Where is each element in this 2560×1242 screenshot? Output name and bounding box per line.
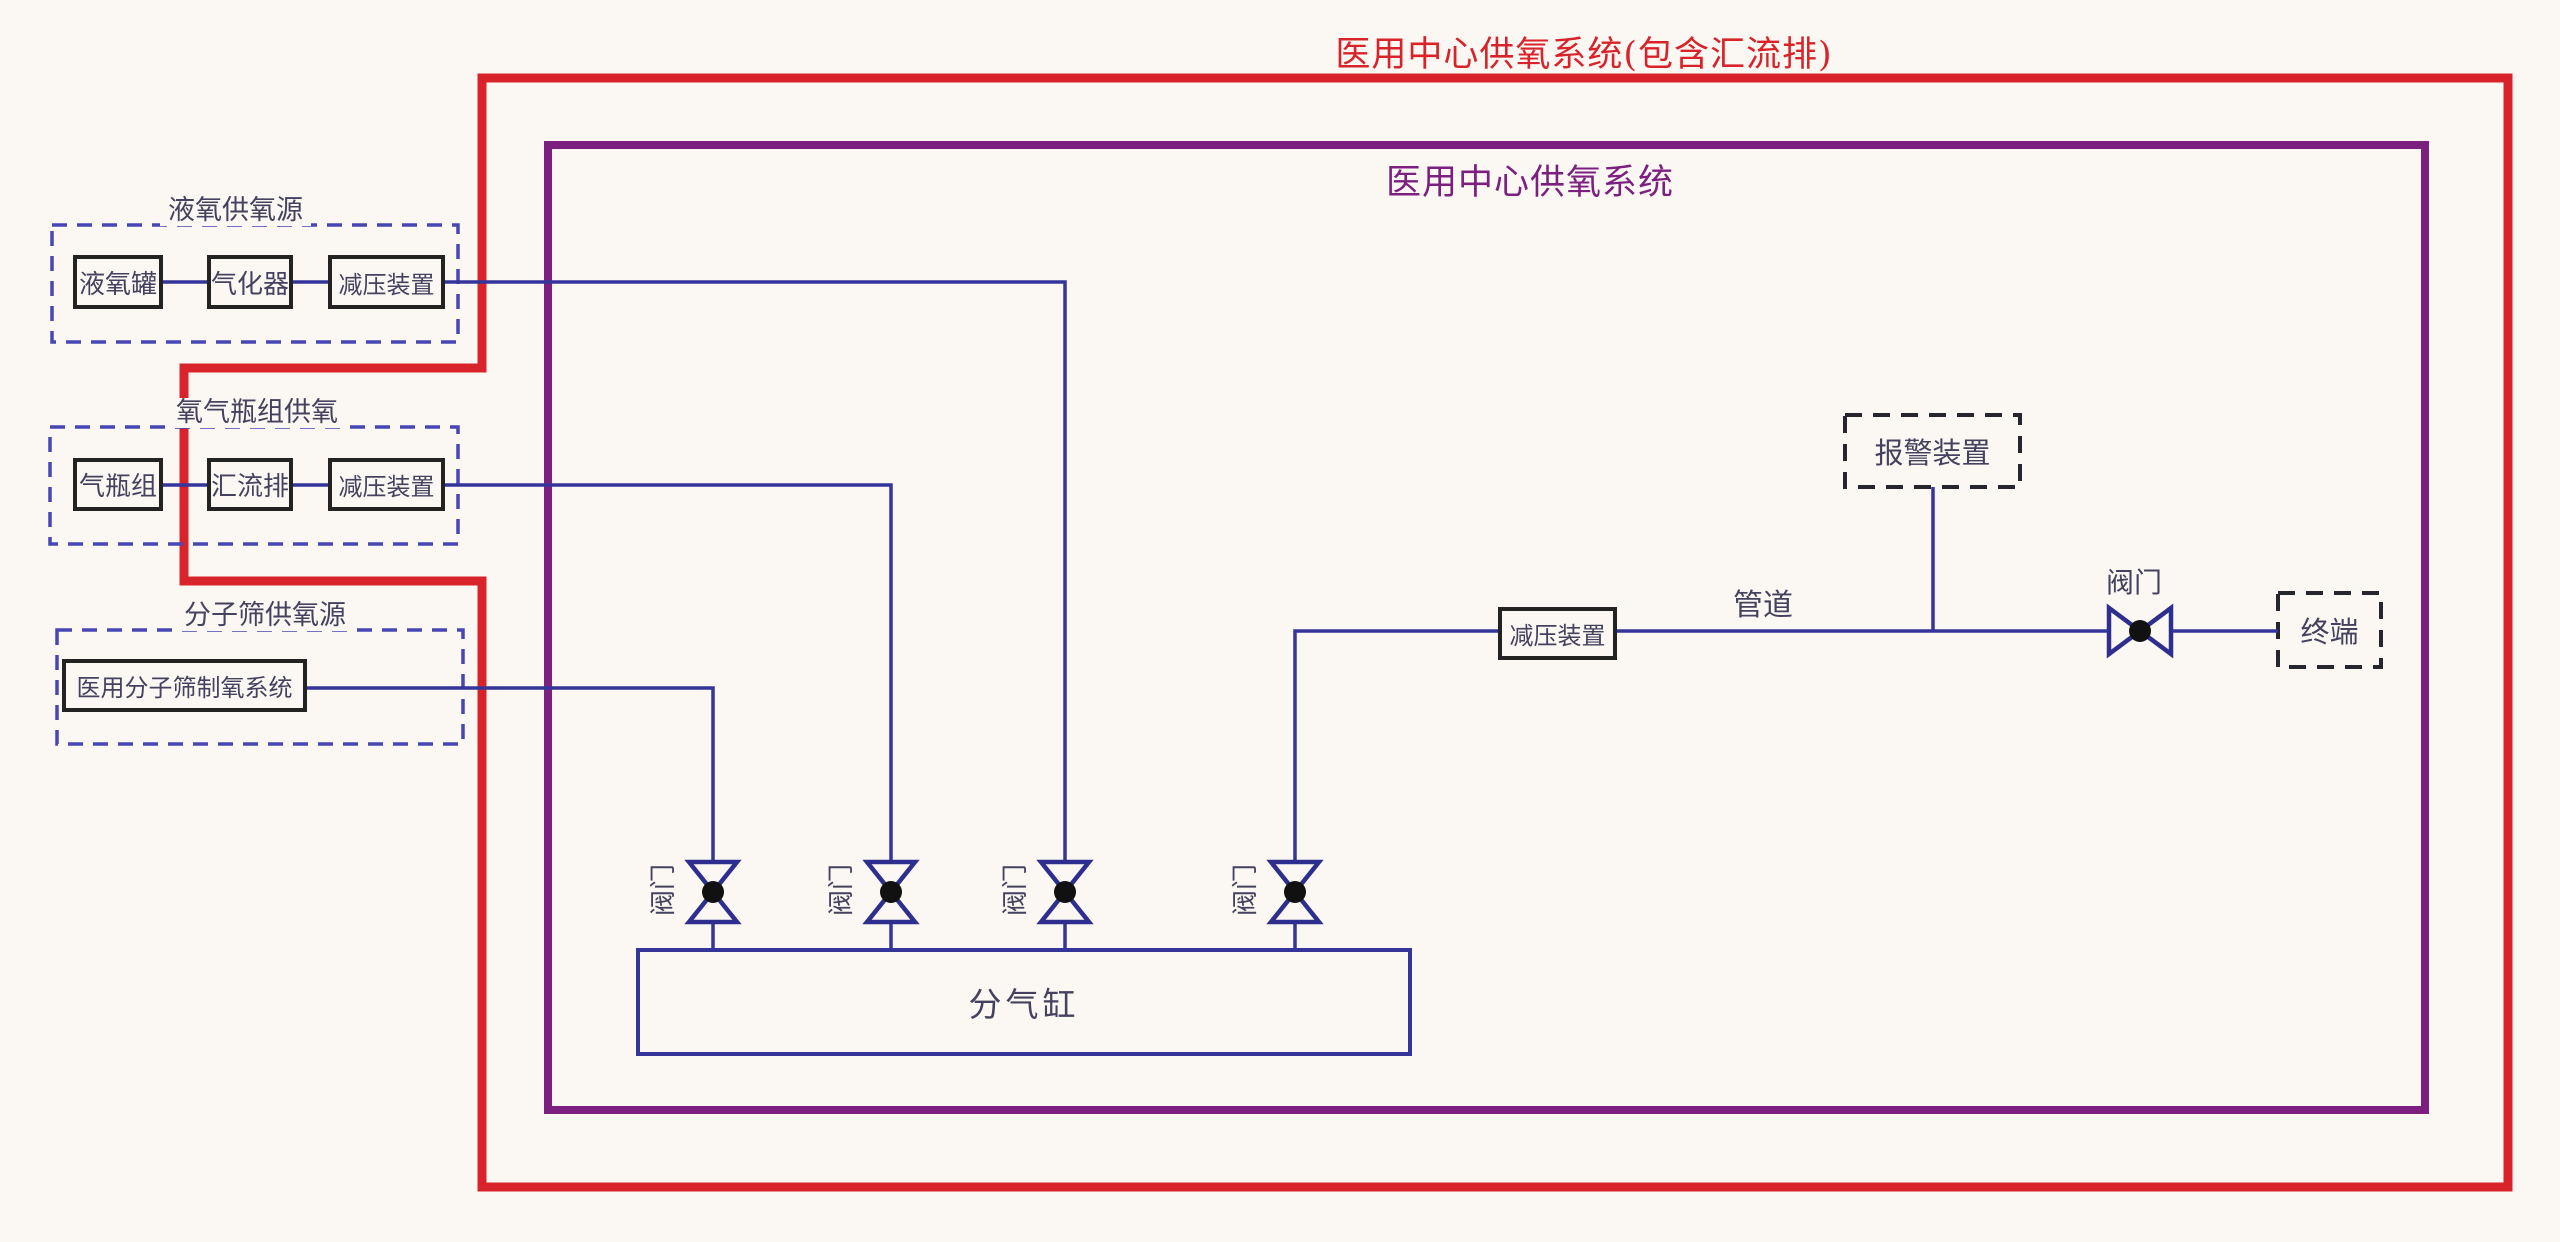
inner-system-title: 医用中心供氧系统 bbox=[1385, 163, 1674, 203]
valve-2-label: 阀门 bbox=[826, 864, 857, 917]
output-pressure-reducer-box: 减压装置 bbox=[1498, 607, 1617, 660]
liquid-oxygen-to-valve3-line bbox=[445, 280, 1067, 862]
terminal-label: 终端 bbox=[2300, 615, 2359, 649]
valve-3-label: 阀门 bbox=[1000, 864, 1031, 917]
liquid-oxygen-tank-box: 液氧罐 bbox=[73, 255, 163, 309]
valve-4-label: 阀门 bbox=[1230, 864, 1261, 917]
inlet-valve-symbols bbox=[684, 859, 1324, 925]
inlet-valve-dots bbox=[702, 881, 1306, 903]
valve-4-dot-icon bbox=[1284, 881, 1306, 903]
liquid-oxygen-source-title: 液氧供氧源 bbox=[160, 196, 311, 226]
vaporizer-box: 气化器 bbox=[207, 255, 293, 309]
cylinder-group-source-title: 氧气瓶组供氧 bbox=[168, 398, 346, 428]
cylinder-group-to-valve2-line bbox=[445, 483, 893, 862]
molecular-sieve-to-valve1-line bbox=[307, 686, 715, 862]
outlet-valve-label: 阀门 bbox=[2105, 566, 2162, 599]
outlet-valve-dot-icon bbox=[2129, 620, 2151, 642]
valve-1-label: 阀门 bbox=[648, 864, 679, 917]
valve-1-dot-icon bbox=[702, 881, 724, 903]
alarm-device-label: 报警装置 bbox=[1874, 436, 1991, 470]
inner-system-border bbox=[544, 141, 2429, 1114]
pipe-label: 管道 bbox=[1733, 588, 1793, 623]
gas-distributor-box: 分气缸 bbox=[636, 948, 1412, 1056]
outer-system-title: 医用中心供氧系统(包含汇流排) bbox=[1335, 35, 1833, 75]
molecular-sieve-system-box: 医用分子筛制氧系统 bbox=[62, 659, 307, 712]
alarm-device-dashed-box bbox=[1843, 413, 2022, 489]
liquid-oxygen-pressure-reducer-box: 减压装置 bbox=[328, 255, 445, 309]
valve-2-dot-icon bbox=[880, 881, 902, 903]
cylinder-group-pressure-reducer-box: 减压装置 bbox=[328, 458, 445, 511]
molecular-sieve-source-title: 分子筛供氧源 bbox=[176, 601, 354, 631]
valve4-to-reducer-line bbox=[1293, 629, 1498, 862]
cylinder-group-box: 气瓶组 bbox=[73, 458, 163, 511]
manifold-box: 汇流排 bbox=[207, 458, 293, 511]
pipe-lines bbox=[162, 280, 2278, 948]
outer-system-border bbox=[179, 73, 2513, 1192]
valve-3-dot-icon bbox=[1054, 881, 1076, 903]
valves-to-distributor-lines bbox=[711, 922, 1297, 948]
